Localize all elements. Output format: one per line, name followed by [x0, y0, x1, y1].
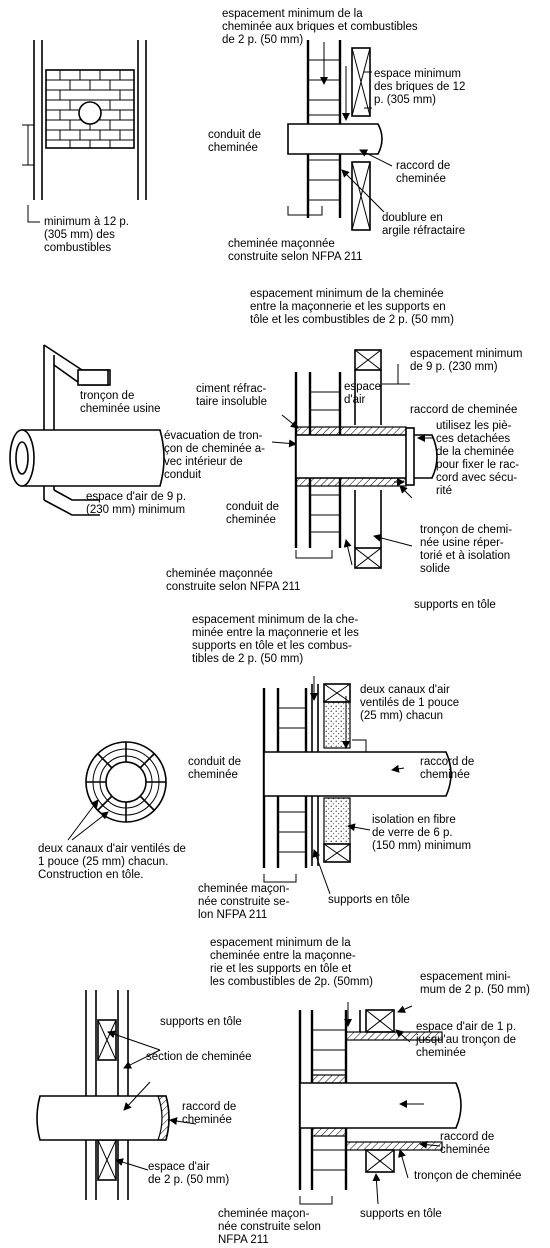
diagram4-connector-pipe-right [299, 1082, 462, 1129]
diagram3-round-section [67, 741, 167, 841]
diagram2-insulated-section-top [295, 426, 407, 436]
d2-label-exhaust: évacuation de tron- çon de cheminée a- v… [164, 430, 266, 481]
diagram4-segment-bottom [345, 1141, 443, 1151]
d4-label-air-1: espace d'air de 1 p. jusqu'au tronçon de… [416, 1021, 517, 1059]
d3-label-flue: conduit de cheminée [188, 756, 242, 781]
d2-label-clearance: espacement minimum de 9 p. (230 mm) [410, 348, 523, 373]
d3-label-connector: raccord de cheminée [420, 756, 475, 781]
d4-label-chimney: cheminée maçon- née construite selon NFP… [218, 1208, 321, 1246]
d2-label-connector: raccord de cheminée [410, 404, 518, 416]
diagram3-connector-pipe [263, 751, 452, 797]
d3-label-insulation: isolation en fibre de verre de 6 p. (150… [372, 814, 472, 852]
d1-label-chimney: cheminée maçonnée construite selon NFPA … [228, 238, 363, 263]
d1-label-min-combustibles: minimum à 12 p. (305 mm) des combustible… [44, 216, 130, 254]
diagram3-insulation-bottom [323, 797, 351, 845]
d4-label-connector-right: raccord de cheminée [440, 1131, 495, 1156]
d2-label-factory-section: tronçon de cheminée usine [80, 390, 161, 415]
diagram3-section [262, 676, 452, 895]
diagram2-section [271, 349, 438, 569]
d2-label-supports: supports en tôle [414, 599, 496, 611]
d4-label-connector-left: raccord de cheminée [182, 1101, 237, 1126]
d4-label-air-2: espace d'air de 2 p. (50 mm) [148, 1161, 230, 1186]
diagram4-connector-pipe-left [36, 1095, 170, 1141]
d2-label-air-9: espace d'air de 9 p. (230 mm) minimum [86, 491, 187, 516]
d2-label-parts: utilisez les piè- ces detachées de la ch… [436, 420, 520, 497]
diagram1-section [287, 40, 393, 231]
diagram4-section [298, 1002, 462, 1205]
d1-label-flue: conduit de cheminée [208, 129, 262, 154]
diagram2-wall-bricks [310, 391, 340, 533]
d4-label-top: espacement minimum de la cheminée entre … [210, 937, 373, 988]
d4-label-clearance: espacement mini- mum de 2 p. (50 mm) [420, 971, 530, 996]
d1-label-brick-space: espace minimum des briques de 12 p. (305… [374, 68, 466, 106]
d3-label-channels-sheet: deux canaux d'air ventilés de 1 pouce (2… [38, 843, 186, 881]
diagram2-connector-pipe [295, 434, 438, 479]
d2-label-listed: tronçon de chemi- née usine réper- torié… [420, 524, 513, 575]
d3-label-supports: supports en tôle [328, 894, 410, 906]
diagram2-factory-section-pipe [21, 429, 165, 487]
diagram2-insulated-section-bottom [295, 477, 407, 487]
d1-label-top: espacement minimum de la cheminée aux br… [222, 8, 418, 46]
d3-label-chimney: cheminée maçon- née construite se- lon N… [198, 883, 290, 921]
d2-label-top: espacement minimum de la cheminée entre … [250, 288, 454, 326]
d4-label-supports-left: supports en tôle [160, 1016, 242, 1028]
d4-label-supports-right: supports en tôle [360, 1208, 442, 1220]
d4-label-segment: tronçon de cheminée [414, 1170, 522, 1182]
diagram4-segment-top [345, 1031, 443, 1041]
d2-label-flue: conduit de cheminée [226, 501, 280, 526]
d3-label-top: espacement minimum de la che- minée entr… [192, 614, 359, 665]
d1-label-connector: raccord de cheminée [396, 160, 451, 185]
diagram4-wall-bricks [312, 1029, 346, 1171]
d3-label-channels: deux canaux d'air ventilés de 1 pouce (2… [360, 684, 460, 722]
diagram3-wall-bricks [278, 707, 306, 853]
diagram1-connector-pipe [287, 123, 383, 155]
diagram4-elevation [36, 990, 197, 1200]
d2-label-air-space: espace d'air [344, 381, 382, 406]
diagram1-wall-elevation [22, 40, 147, 223]
diagram2-factory-chimney [9, 344, 165, 516]
d1-label-liner: doublure en argile réfractaire [382, 212, 466, 237]
diagram1-wall-bricks [308, 59, 340, 201]
d2-label-cement: ciment réfrac- taire insoluble [196, 383, 267, 408]
d2-label-chimney: cheminée maçonnée construite selon NFPA … [166, 568, 301, 593]
d4-label-section: section de cheminée [146, 1051, 252, 1063]
diagram1-flue-opening [78, 101, 102, 125]
